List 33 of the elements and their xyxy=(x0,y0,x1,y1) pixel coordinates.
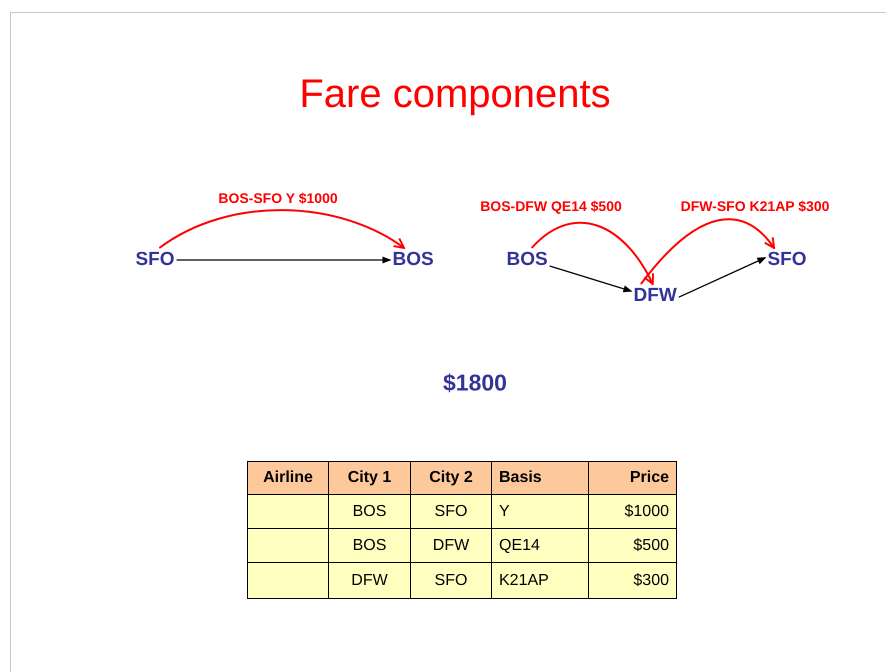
table-cell: SFO xyxy=(410,494,492,529)
table-cell: $500 xyxy=(588,528,677,563)
edge-label: DFW-SFO K21AP $300 xyxy=(680,198,830,214)
total-price: $1800 xyxy=(443,370,507,396)
title: Fare components xyxy=(298,72,612,117)
header-cell: City 2 xyxy=(410,461,492,495)
table-cell: DFW xyxy=(328,562,411,599)
edge-label: BOS-DFW QE14 $500 xyxy=(479,198,623,214)
fare-arrow xyxy=(158,209,406,249)
flight-arrow xyxy=(678,257,766,298)
airport-code: SFO xyxy=(134,248,177,272)
header-cell: City 1 xyxy=(328,461,411,495)
table-cell: Y xyxy=(491,494,589,529)
fare-arrow xyxy=(640,218,776,285)
header-cell: Price xyxy=(588,461,677,495)
airport-code: BOS xyxy=(390,248,436,272)
flight-arrow xyxy=(176,256,392,264)
header-cell: Airline xyxy=(247,461,329,495)
table-cell: DFW xyxy=(410,528,492,563)
airport-code: DFW xyxy=(632,284,679,308)
table-cell: $1000 xyxy=(588,494,677,529)
table-cell: BOS xyxy=(328,528,411,563)
header-cell: Basis xyxy=(491,461,589,495)
flight-arrow xyxy=(550,265,632,292)
table-cell: BOS xyxy=(328,494,411,529)
edge-label: BOS-SFO Y $1000 xyxy=(217,190,339,206)
airport-code: BOS xyxy=(504,248,550,272)
fare-arrow xyxy=(530,222,654,285)
table-cell: $300 xyxy=(588,562,677,599)
airport-code: SFO xyxy=(766,248,809,272)
table-cell: SFO xyxy=(410,562,492,599)
table-cell: QE14 xyxy=(491,528,589,563)
table-cell: K21AP xyxy=(491,562,589,599)
